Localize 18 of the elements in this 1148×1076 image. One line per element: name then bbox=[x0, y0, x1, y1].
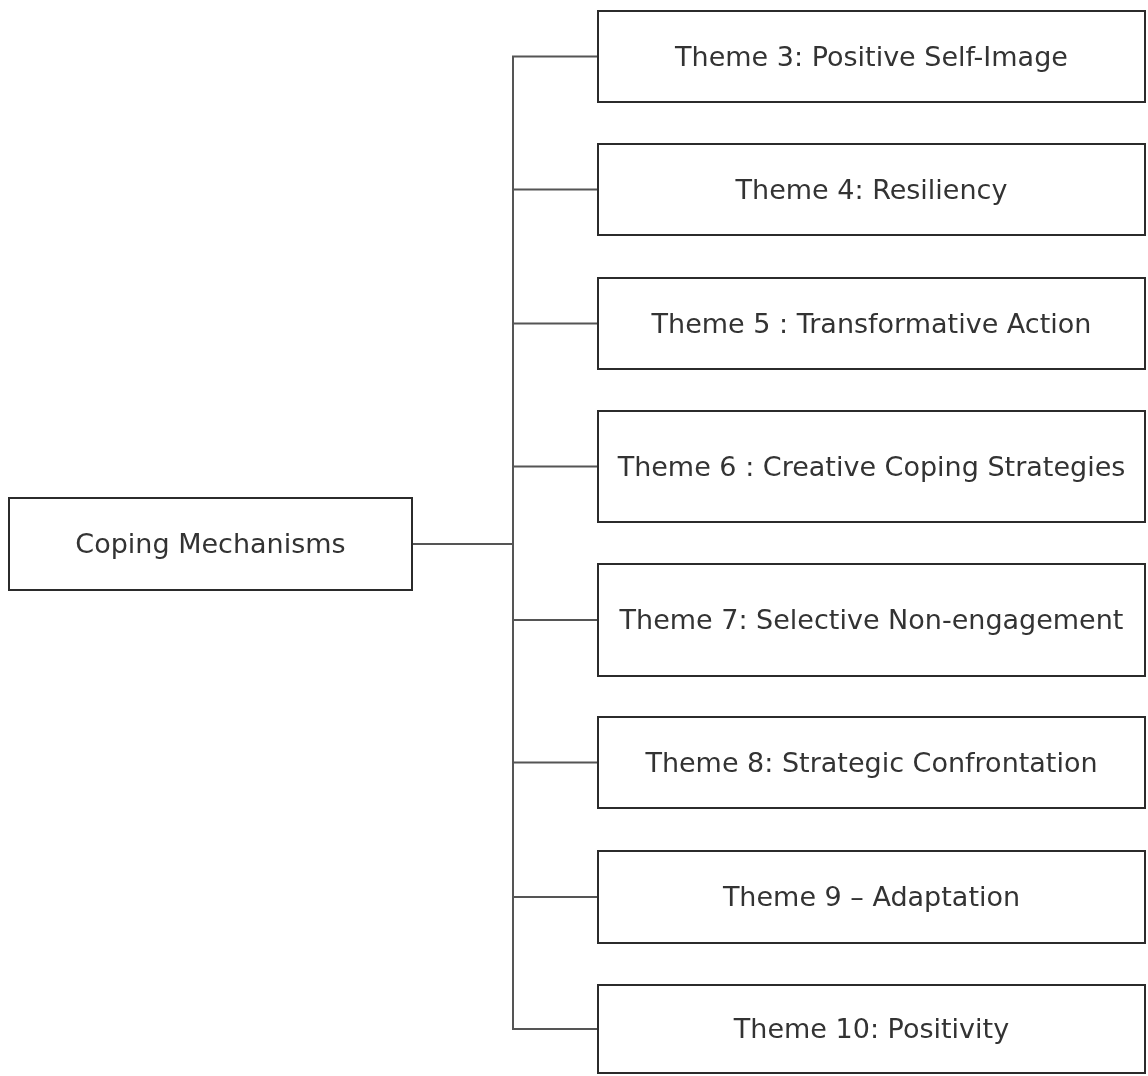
theme-box bbox=[597, 10, 1146, 103]
node-label: Theme 4: Resiliency bbox=[734, 172, 1009, 207]
theme-box bbox=[597, 850, 1146, 944]
root-box bbox=[8, 497, 413, 591]
node-label: Theme 10: Positivity bbox=[732, 1012, 1011, 1047]
node-label: Theme 3: Positive Self-Image bbox=[674, 39, 1069, 74]
node-label: Theme 7: Selective Non-engagement bbox=[618, 603, 1125, 638]
theme-box bbox=[597, 984, 1146, 1074]
theme-box bbox=[597, 716, 1146, 809]
node-label: Theme 5 : Transformative Action bbox=[650, 306, 1093, 341]
theme-box bbox=[597, 277, 1146, 370]
node-label: Theme 6 : Creative Coping Strategies bbox=[616, 449, 1127, 484]
node-label: Theme 8: Strategic Confrontation bbox=[644, 745, 1099, 780]
node-label: Coping Mechanisms bbox=[74, 527, 347, 562]
node-label: Theme 9 – Adaptation bbox=[721, 880, 1022, 915]
theme-box bbox=[597, 143, 1146, 236]
theme-box bbox=[597, 563, 1146, 677]
theme-box bbox=[597, 410, 1146, 523]
